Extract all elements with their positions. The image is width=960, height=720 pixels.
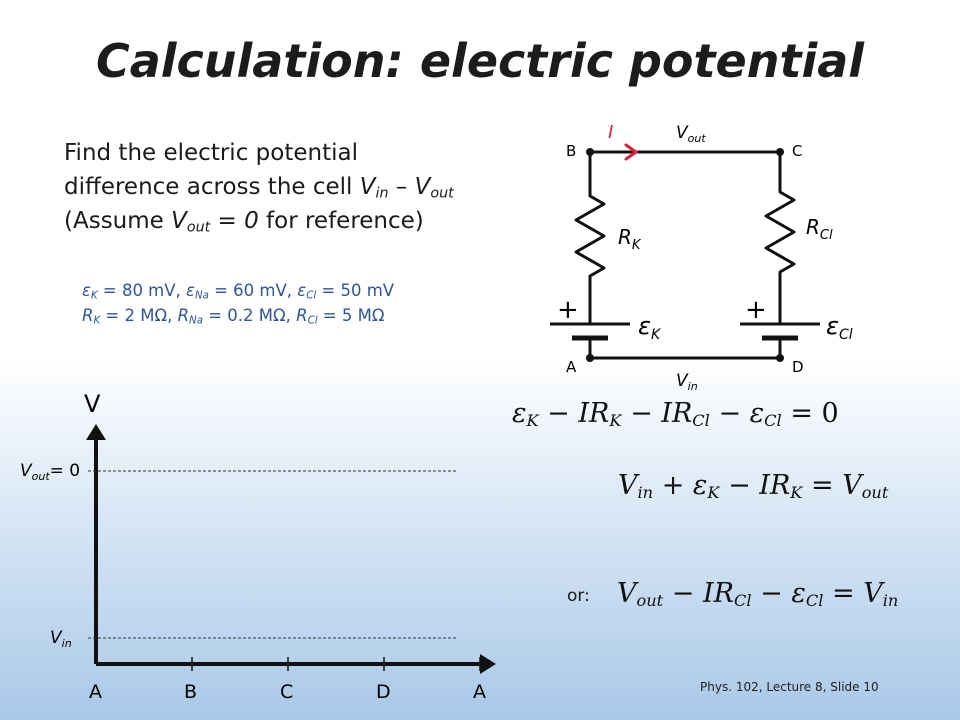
equation-loop: εK − IRK − IRCl − εCl = 0: [512, 398, 839, 431]
wire-left: [574, 150, 606, 326]
current-arrow-icon: [624, 143, 639, 161]
battery-cl-plus: +: [745, 295, 767, 325]
potential-graph: V Vout= 0 Vin A B C D A: [20, 390, 496, 703]
graph-v-in-label: Vin: [50, 628, 72, 650]
x-axis-arrow-icon: [480, 654, 496, 674]
node-b-dot: [586, 148, 594, 156]
node-a-label: A: [566, 358, 577, 376]
resistance-values: RK = 2 MΩ, RNa = 0.2 MΩ, RCl = 5 MΩ: [82, 306, 385, 327]
node-d-label: D: [792, 358, 804, 376]
graph-v-out-label: Vout= 0: [20, 461, 80, 483]
x-label-a-end: A: [473, 681, 486, 703]
given-parameters: εK = 80 mV, εNa = 60 mV, εCl = 50 mV RK …: [82, 278, 394, 328]
problem-line-3: (Assume Vout = 0 for reference): [64, 208, 424, 236]
slide-title: Calculation: electric potential: [95, 34, 865, 88]
r-cl-label: RCl: [806, 215, 833, 243]
emf-k-label: εK: [638, 312, 662, 343]
node-b-label: B: [566, 142, 576, 160]
node-d-dot: [776, 354, 784, 362]
wire-right: [764, 150, 796, 326]
v-out-label: Vout: [676, 123, 706, 145]
equation-left-branch: Vin + εK − IRK = Vout: [618, 470, 889, 503]
problem-line-2: difference across the cell Vin – Vout: [64, 174, 454, 202]
y-axis-arrow-icon: [86, 424, 106, 440]
x-label-d: D: [376, 681, 391, 703]
equation-right-branch: Vout − IRCl − εCl = Vin: [617, 578, 899, 611]
current-label: I: [608, 122, 613, 143]
or-label: or:: [567, 586, 590, 606]
node-c-label: C: [792, 142, 802, 160]
battery-k-plus: +: [557, 295, 579, 325]
node-a-dot: [586, 354, 594, 362]
x-label-a: A: [89, 681, 102, 703]
problem-line-1: Find the electric potential: [64, 140, 358, 166]
emf-values: εK = 80 mV, εNa = 60 mV, εCl = 50 mV: [82, 281, 395, 302]
emf-cl-label: εCl: [826, 312, 853, 343]
y-axis-label: V: [84, 390, 101, 418]
v-in-label: Vin: [676, 371, 698, 393]
x-label-c: C: [280, 681, 293, 703]
node-c-dot: [776, 148, 784, 156]
x-label-b: B: [184, 681, 197, 703]
slide-footer: Phys. 102, Lecture 8, Slide 10: [700, 680, 879, 694]
problem-statement: Find the electric potential difference a…: [64, 136, 524, 238]
r-k-label: RK: [618, 225, 642, 253]
